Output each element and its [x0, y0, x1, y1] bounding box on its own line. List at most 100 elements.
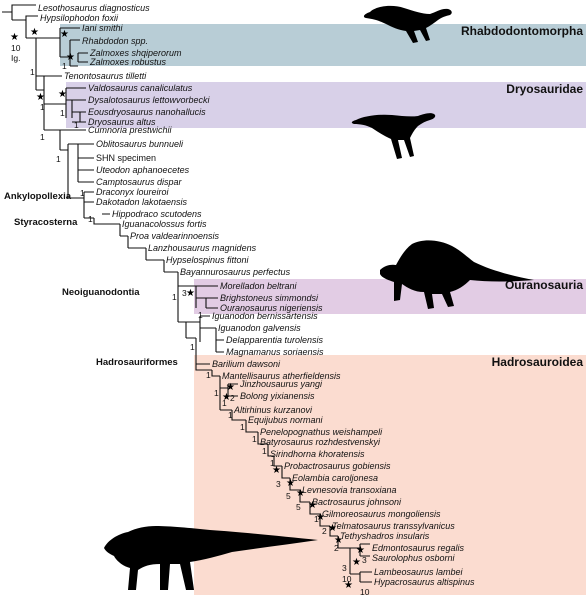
taxon-label: Dysalotosaurus lettowvorbecki: [88, 95, 211, 105]
taxon-label: Hippodraco scutodens: [112, 209, 202, 219]
taxon-label: Bayannurosaurus perfectus: [180, 267, 291, 277]
support-value: 1: [252, 434, 257, 444]
taxon-label: Batyrosaurus rozhdestvenskyi: [260, 437, 381, 447]
support-value: 5: [286, 491, 291, 501]
ornithopod-silhouette-small-icon: [363, 5, 452, 43]
taxon-label: Oblitosaurus bunnueli: [96, 139, 184, 149]
taxon-label: Hypsilophodon foxii: [40, 13, 119, 23]
branch-dryosauridae: [44, 87, 86, 123]
star-icon: ★: [344, 580, 353, 591]
support-value: 1: [88, 214, 93, 224]
star-icon: ★: [308, 500, 317, 511]
tree-branches: [2, 4, 372, 583]
star-icon: ★: [186, 288, 195, 299]
support-value: 1: [228, 410, 233, 420]
taxon-label: Equijubus normani: [248, 415, 324, 425]
branch-ankylopollexia: [43, 104, 94, 219]
taxon-label: Iguanodon bernissartensis: [212, 311, 318, 321]
support-values: 10 Ig. 1 1 1 1 1 1 1 1 1 3 1 1 1 1 2 1 1…: [11, 43, 370, 597]
star-icon: ★: [58, 89, 67, 100]
star-icon: ★: [66, 52, 75, 63]
branch-rhabdodontomorpha: [59, 27, 88, 67]
support-value: 1: [40, 132, 45, 142]
support-value: 1: [172, 292, 177, 302]
taxon-label: Iguanacolossus fortis: [122, 219, 207, 229]
taxon-label: Hypacrosaurus altispinus: [374, 577, 475, 587]
group-label-rhabdodontomorpha: Rhabdodontomorpha: [461, 24, 583, 38]
panel-ouranosauria: [194, 279, 586, 314]
taxon-label: Draconyx loureiroi: [96, 187, 170, 197]
taxon-label: Morelladon beltrani: [220, 281, 298, 291]
support-value: 1: [40, 102, 45, 112]
taxa-labels: Lesothosaurus diagnosticus Hypsilophodon…: [38, 3, 475, 587]
taxon-label: Eolambia caroljonesa: [292, 473, 378, 483]
taxon-label: Bactrosaurus johnsoni: [312, 497, 402, 507]
support-value: 1: [30, 67, 35, 77]
star-icon: ★: [328, 523, 337, 534]
support-value: 1: [214, 388, 219, 398]
panel-dryosauridae: [66, 82, 586, 128]
support-value: 3: [362, 555, 367, 565]
panel-hadrosauroidea: [194, 355, 586, 595]
taxon-label: Jinzhousaurus yangi: [239, 379, 323, 389]
taxon-label: Mantellisaurus atherfieldensis: [222, 371, 341, 381]
support-value: 1: [270, 458, 275, 468]
star-icon: ★: [296, 488, 305, 499]
taxon-label: Hypselospinus fittoni: [166, 255, 250, 265]
taxon-label: Lanzhousaurus magnidens: [148, 243, 257, 253]
taxon-label: Sirindhorna khoratensis: [270, 449, 365, 459]
sail-backed-iguanodontian-silhouette-icon: [380, 240, 534, 309]
taxon-label: Delapparentia turolensis: [226, 335, 324, 345]
taxon-label: Proa valdearinnoensis: [130, 231, 220, 241]
group-label-dryosauridae: Dryosauridae: [506, 82, 583, 96]
taxon-label: Iguanodon galvensis: [218, 323, 301, 333]
support-value: 1: [56, 154, 61, 164]
taxon-label: Magnamanus soriaensis: [226, 347, 324, 357]
support-value: 5: [296, 502, 301, 512]
support-value: 1: [190, 342, 195, 352]
support-value: 10: [11, 43, 21, 53]
taxon-label: Rhabdodon spp.: [82, 36, 148, 46]
star-icon: ★: [316, 512, 325, 523]
taxon-label: Tethyshadros insularis: [340, 531, 430, 541]
clade-label-styracosterna: Styracosterna: [14, 217, 78, 228]
support-value: 1: [206, 370, 211, 380]
support-value: 1: [80, 188, 85, 198]
taxon-label: Dryosaurus altus: [88, 117, 156, 127]
taxon-label: Levnesovia transoxiana: [302, 485, 397, 495]
support-value: 2: [334, 543, 339, 553]
taxon-label: Barilium dawsoni: [212, 359, 281, 369]
support-value: 1: [60, 108, 65, 118]
taxon-label: Zalmoxes shqiperorum: [89, 48, 182, 58]
branch-hadrosauroidea: [195, 364, 372, 583]
support-value: 1: [222, 398, 227, 408]
support-value: 2: [230, 393, 235, 403]
clade-label-neoiguanodontia: Neoiguanodontia: [62, 287, 140, 298]
star-icon: ★: [272, 465, 281, 476]
taxon-label: Edmontosaurus regalis: [372, 543, 465, 553]
support-value: 10: [360, 587, 370, 597]
ornithopod-silhouette-bipedal-icon: [351, 113, 436, 159]
node-stars: ★ ★ ★ ★ ★ ★ ★ ★ ★ ★ ★ ★ ★ ★ ★ ★ ★ ★ ★: [10, 27, 365, 591]
taxon-label: Camptosaurus dispar: [96, 177, 183, 187]
branch-root: [2, 4, 38, 38]
taxon-label: Saurolophus osborni: [372, 553, 456, 563]
taxon-label: Eousdryosaurus nanohallucis: [88, 107, 206, 117]
star-icon: ★: [356, 545, 365, 556]
taxon-label: Lesothosaurus diagnosticus: [38, 3, 150, 13]
support-value: 3: [342, 563, 347, 573]
star-icon: ★: [352, 557, 361, 568]
support-value: 1: [262, 446, 267, 456]
taxon-label: SHN specimen: [96, 153, 156, 163]
star-icon: ★: [222, 392, 231, 403]
support-value: 10: [342, 574, 352, 584]
branch-styracosterna: [93, 213, 178, 273]
support-value: 1: [198, 310, 203, 320]
taxon-label: Telmatosaurus transsylvanicus: [332, 521, 455, 531]
star-icon: ★: [10, 32, 19, 43]
taxon-label: Altirhinus kurzanovi: [233, 405, 313, 415]
group-label-hadrosauroidea: Hadrosauroidea: [492, 355, 584, 369]
clade-label-hadrosauriformes: Hadrosauriformes: [96, 357, 178, 368]
group-label-ouranosauria: Ouranosauria: [505, 278, 583, 292]
